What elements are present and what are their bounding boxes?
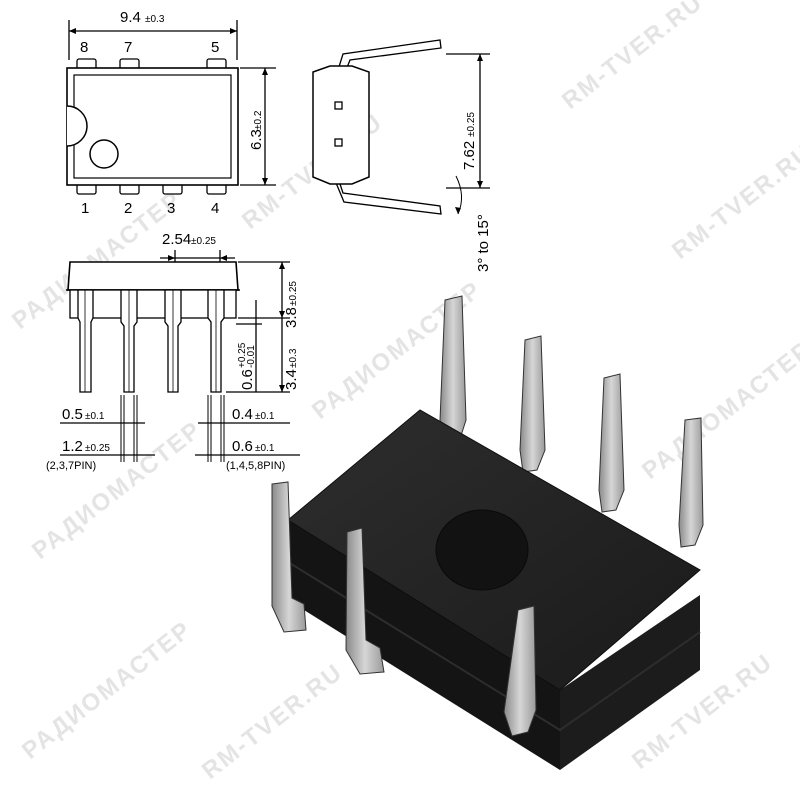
width-tol: ±0.3 [145, 14, 165, 25]
photo-lead-6 [598, 373, 625, 513]
front-view-labels: 2.54 ±0.25 3.8 ±0.25 3.4 ±0.3 0.6 +0.25 … [46, 231, 300, 472]
photo-lead-7 [519, 335, 546, 473]
photo-lead-1 [271, 481, 307, 633]
lead-narrow-tol: ±0.1 [85, 411, 105, 422]
front-body [67, 261, 239, 291]
height-tol: ±0.2 [253, 110, 264, 130]
photo-lead-5 [678, 417, 704, 548]
pin1-dot [89, 139, 119, 169]
front-view [60, 250, 300, 462]
height-label: 6.3 [248, 129, 265, 150]
shoulder-a-note: (2,3,7PIN) [46, 460, 96, 472]
side-lead-lower [333, 177, 442, 215]
pin-label-5: 5 [211, 39, 219, 56]
row-spacing-tol: ±0.25 [466, 112, 477, 137]
top-view [66, 20, 276, 195]
watermark-text: RM-TVER.RU [667, 138, 800, 264]
front-lead-1 [77, 289, 94, 393]
shoulder-a-tol: ±0.25 [85, 443, 110, 454]
watermark-text: РАДИОМАСТЕР [17, 616, 197, 765]
pitch-label: 2.54 [162, 231, 191, 248]
photo-body-right [560, 595, 700, 770]
shoulder-a-label: 1.2 [62, 438, 83, 455]
standoff-tol-plus: +0.25 [237, 342, 248, 368]
pin-label-3: 3 [167, 200, 175, 217]
standoff-label: 0.6 [239, 369, 256, 390]
side-lead-upper [337, 39, 442, 71]
side-body [312, 65, 370, 185]
side-mark-2 [334, 138, 343, 147]
pin-label-4: 4 [211, 200, 219, 217]
photo-lead-3 [503, 605, 537, 737]
shoulder-b-label: 0.6 [232, 438, 253, 455]
lead-length-label: 3.4 [283, 369, 300, 390]
row-spacing-label: 7.62 [461, 141, 478, 170]
pin-label-7: 7 [124, 39, 132, 56]
package-photo [271, 295, 704, 770]
pin-label-1: 1 [81, 200, 89, 217]
body-height-tol: ±0.25 [288, 281, 299, 306]
side-view-labels: 7.62 ±0.25 3° to 15° [461, 112, 492, 272]
top-body-outline [66, 67, 239, 186]
photo-lead-2 [345, 527, 385, 675]
pin1-notch [66, 105, 88, 147]
watermark-text: RM-TVER.RU [557, 0, 708, 115]
shoulder-b-tol: ±0.1 [255, 443, 275, 454]
pitch-tol: ±0.25 [191, 236, 216, 247]
side-view [312, 39, 490, 215]
side-mark-1 [334, 101, 343, 110]
lead-thick-tol: ±0.1 [255, 411, 275, 422]
angle-label: 3° to 15° [475, 214, 492, 272]
pin-label-8: 8 [80, 39, 88, 56]
watermark-text: RM-TVER.RU [197, 658, 348, 784]
lead-narrow-label: 0.5 [62, 406, 83, 423]
width-label: 9.4 [120, 9, 141, 26]
lead-length-tol: ±0.3 [288, 348, 299, 368]
watermark-text: РАДИОМАСТЕР [637, 336, 800, 485]
shoulder-b-note: (1,4,5,8PIN) [226, 460, 285, 472]
standoff-tol-minus: -0.01 [246, 345, 257, 368]
watermark-text: РАДИОМАСТЕР [27, 416, 207, 565]
photo-pin1-dimple [435, 509, 529, 591]
body-height-label: 3.8 [283, 307, 300, 328]
lead-thick-label: 0.4 [232, 406, 253, 423]
top-view-labels: 9.4 ±0.3 8 7 5 1 2 3 4 6.3 ±0.2 [80, 9, 265, 217]
pin-label-2: 2 [124, 200, 132, 217]
